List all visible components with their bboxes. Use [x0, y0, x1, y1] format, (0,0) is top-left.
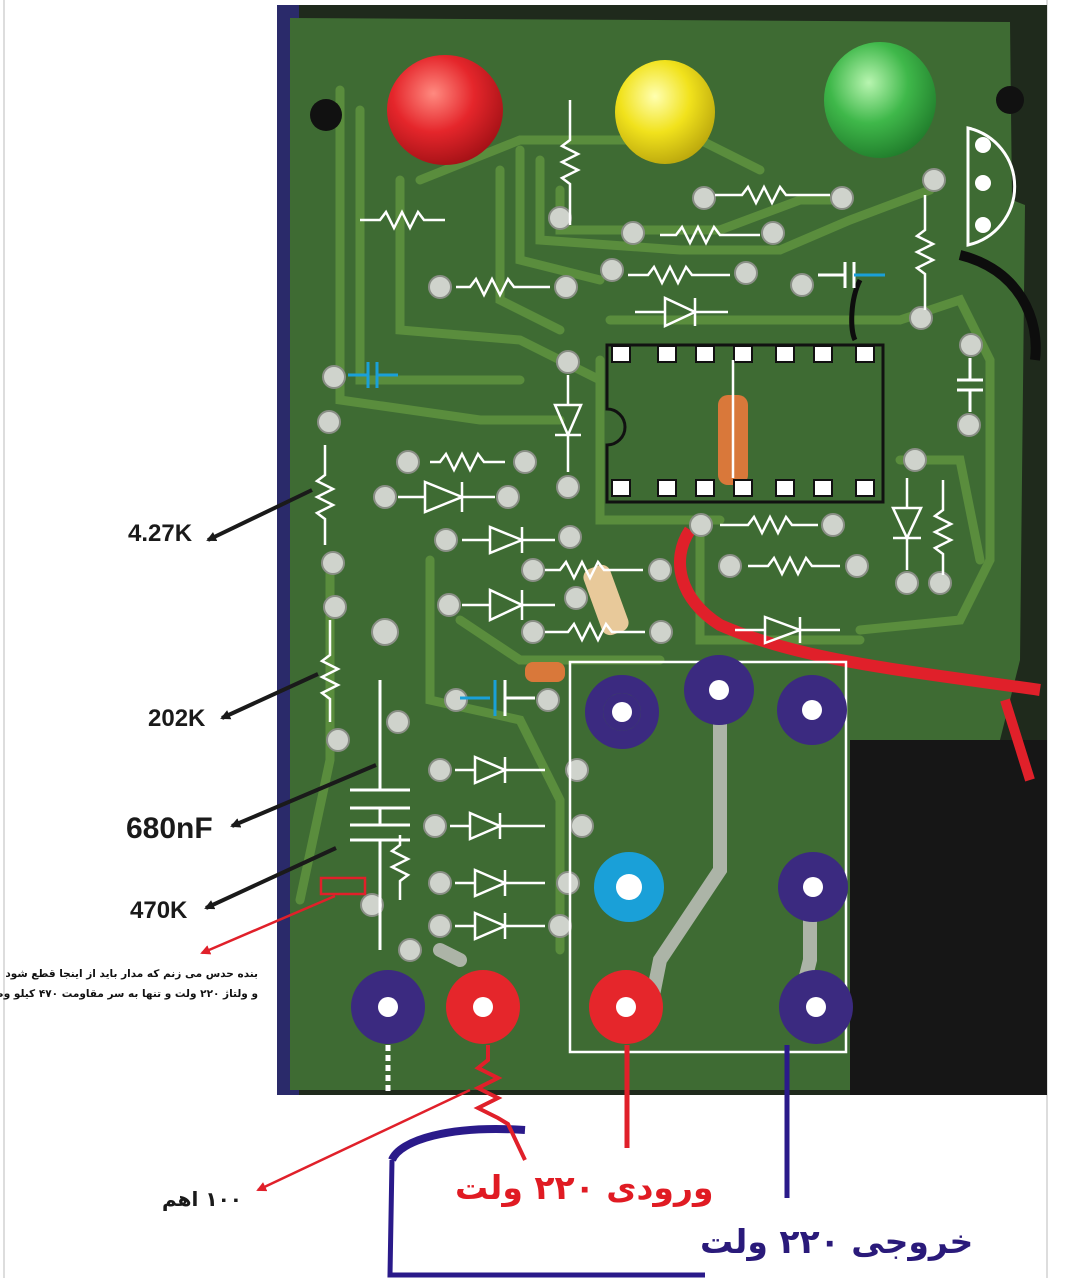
- label-resistor-4-27k: 4.27K: [128, 520, 193, 547]
- cap-680nf-symbol: [350, 680, 410, 950]
- label-resistor-202k: 202K: [148, 705, 206, 732]
- pcb-photo: [277, 5, 1047, 1095]
- label-input-220v: ورودی ۲۲۰ ولت: [455, 1168, 714, 1207]
- label-resistor-470k: 470K: [130, 897, 188, 924]
- pcb-board: [290, 18, 1025, 1090]
- annotation-note: بنده حدس می زنم که مدار باید از اینجا قط…: [0, 964, 258, 1004]
- annotation-arrows: [200, 488, 471, 1192]
- cut-point-box: [319, 876, 367, 896]
- note-line-2: و ولتاژ ۲۲۰ ولت و تنها به سر مقاومت ۴۷۰ …: [0, 988, 258, 1000]
- external-wiring: [385, 1045, 790, 1278]
- transistor-outline: [966, 126, 1017, 247]
- ic-chip: [605, 343, 885, 504]
- diode-symbols: [398, 296, 923, 941]
- label-capacitor-680nf: 680nF: [126, 812, 213, 845]
- label-100-ohm: ۱۰۰ اهم: [162, 1187, 242, 1211]
- green-led: [824, 42, 936, 158]
- note-line-1: بنده حدس می زنم که مدار باید از اینجا قط…: [5, 968, 258, 980]
- terminal-pads: [351, 655, 853, 1044]
- red-wire: [674, 526, 1041, 696]
- label-output-220v: خروجی ۲۲۰ ولت: [700, 1222, 974, 1261]
- red-led: [387, 55, 503, 165]
- yellow-led: [615, 60, 715, 164]
- resistor-symbols: [314, 100, 954, 900]
- capacitor-symbols: [348, 262, 983, 950]
